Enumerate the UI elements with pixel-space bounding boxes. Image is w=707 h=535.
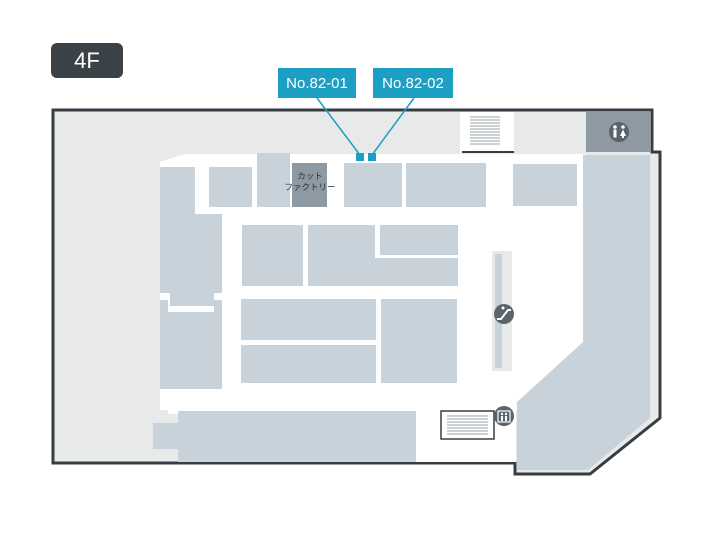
shop-name-line2: ファクトリー <box>284 183 336 193</box>
elevator-icon[interactable] <box>494 406 514 426</box>
callout-label: No.82-02 <box>382 74 444 92</box>
location-marker-82-01[interactable] <box>356 153 364 161</box>
shop-cut-factory <box>292 163 327 207</box>
callout-leaders <box>316 97 415 156</box>
callout-label: No.82-01 <box>286 74 348 92</box>
shop-label-cut-factory: カット ファクトリー <box>280 172 340 194</box>
stores-center <box>241 225 458 383</box>
stairs-bottom <box>440 410 495 440</box>
location-marker-82-02[interactable] <box>368 153 376 161</box>
floor-badge: 4F <box>51 43 123 78</box>
callout-82-02[interactable]: No.82-02 <box>373 68 453 98</box>
stairs-top <box>462 116 514 153</box>
floor-label: 4F <box>74 47 100 73</box>
stores-west <box>160 167 222 389</box>
store-east <box>517 155 650 470</box>
shop-name-line1: カット <box>297 172 323 182</box>
stores-south <box>153 411 416 462</box>
restroom-icon[interactable] <box>609 122 629 142</box>
escalator-icon[interactable] <box>494 304 514 324</box>
callout-82-01[interactable]: No.82-01 <box>278 68 356 98</box>
stores-north <box>209 153 577 207</box>
